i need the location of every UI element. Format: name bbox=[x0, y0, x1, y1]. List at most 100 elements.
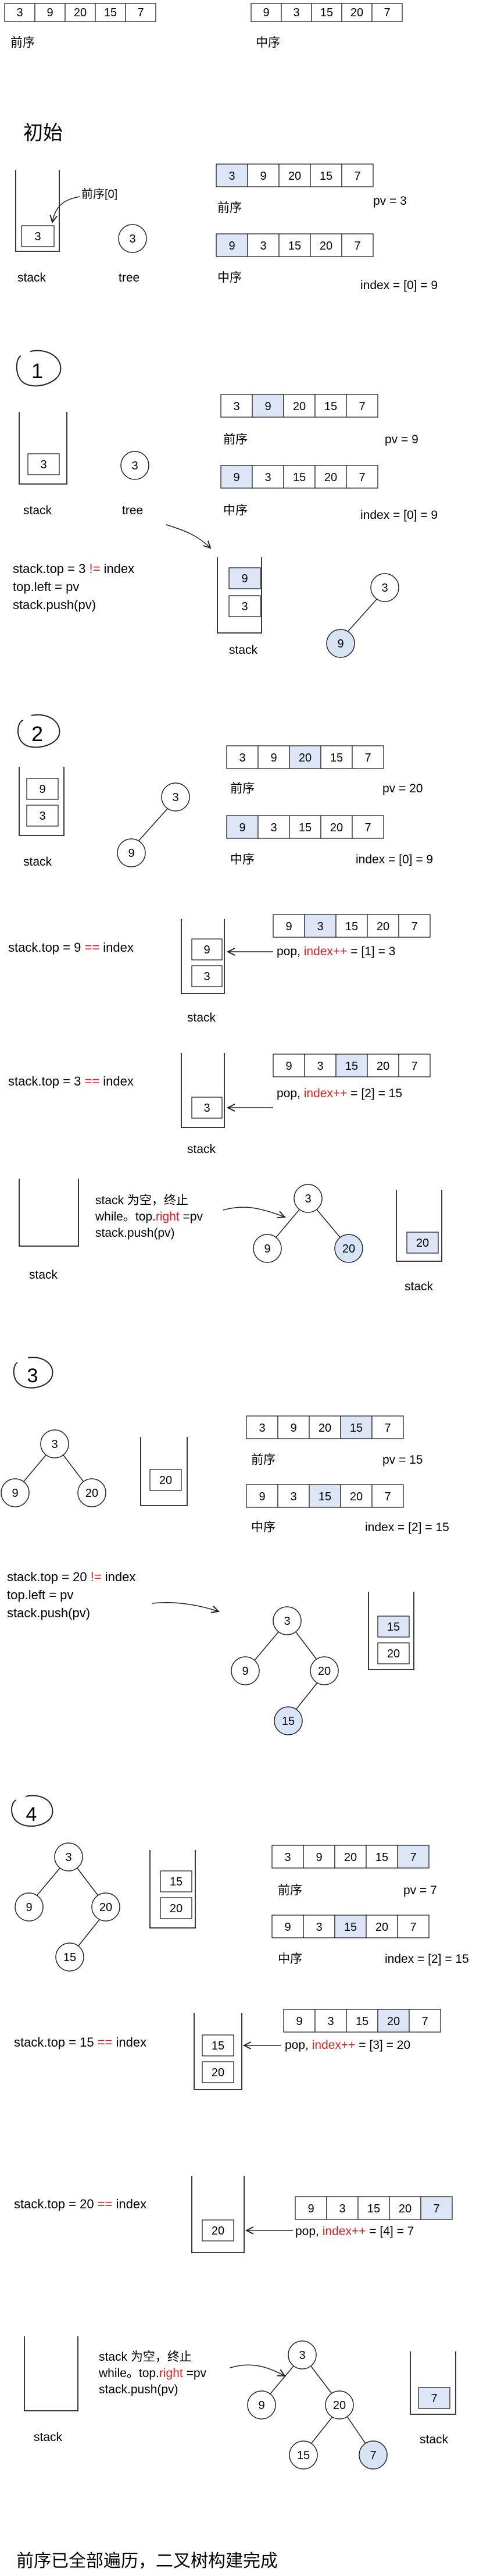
stack: 15 20 bbox=[194, 2013, 242, 2090]
stack-item: 20 bbox=[202, 2219, 234, 2241]
svg-text:15: 15 bbox=[319, 1490, 331, 1503]
array-cell: 20 bbox=[289, 745, 321, 769]
inorder-label: 中序 bbox=[278, 1952, 302, 1966]
svg-text:3: 3 bbox=[203, 970, 210, 983]
svg-text:20: 20 bbox=[320, 240, 332, 252]
array-cell: 9 bbox=[220, 465, 253, 489]
array-cell: 7 bbox=[346, 394, 378, 418]
svg-text:20: 20 bbox=[387, 2015, 400, 2028]
tree-node: 15 bbox=[289, 2440, 318, 2470]
array-cell: 20 bbox=[314, 465, 347, 489]
stack: 15 20 bbox=[368, 1592, 414, 1670]
svg-text:7: 7 bbox=[384, 1490, 391, 1503]
svg-text:9: 9 bbox=[260, 170, 266, 183]
array-cell: 15 bbox=[335, 914, 368, 938]
svg-text:7: 7 bbox=[354, 170, 360, 183]
svg-text:15: 15 bbox=[375, 1851, 388, 1864]
code-line: stack.top = 20 != index bbox=[7, 1570, 135, 1584]
svg-text:7: 7 bbox=[431, 2392, 437, 2405]
stack: 20 bbox=[396, 1190, 442, 1262]
array-cell: 3 bbox=[326, 2196, 359, 2220]
array-cell: 7 bbox=[341, 163, 374, 187]
stack: 9 3 bbox=[19, 767, 65, 836]
array-cell: 9 bbox=[273, 914, 305, 938]
array-cell: 7 bbox=[420, 2196, 453, 2220]
pv-note: pv = 3 bbox=[373, 194, 407, 208]
header-inorder-label: 中序 bbox=[256, 36, 280, 49]
svg-text:7: 7 bbox=[364, 752, 371, 764]
svg-text:3: 3 bbox=[305, 1193, 311, 1205]
stack-label: stack bbox=[420, 2433, 449, 2446]
svg-text:15: 15 bbox=[299, 821, 312, 834]
stack: 3 bbox=[181, 1053, 225, 1128]
tree-node: 3 bbox=[273, 1606, 302, 1635]
tree-label: tree bbox=[119, 271, 139, 284]
array-cell: 3 bbox=[246, 1415, 278, 1439]
array-cell: 15 bbox=[310, 163, 342, 187]
svg-text:9: 9 bbox=[285, 920, 292, 933]
header-preorder-array: 3 9 20 15 7 bbox=[4, 3, 156, 22]
tree-node: 3 bbox=[40, 1429, 69, 1458]
svg-text:7: 7 bbox=[411, 920, 417, 933]
init-inorder-array: 9 3 15 20 7 bbox=[216, 233, 374, 257]
step-marker: 4 bbox=[11, 1795, 53, 1827]
stack-item: 9 bbox=[26, 778, 59, 800]
stack-item: 9 bbox=[228, 567, 261, 589]
stack-item: 9 bbox=[191, 938, 223, 960]
code-line: stack.push(pv) bbox=[13, 597, 96, 612]
tree-node: 15 bbox=[55, 1942, 84, 1972]
svg-text:9: 9 bbox=[258, 2399, 264, 2412]
pointer-arrow bbox=[52, 196, 81, 222]
stack-item: 20 bbox=[406, 1232, 439, 1254]
step1-inorder-array: 9 3 15 20 7 bbox=[220, 465, 378, 489]
index-note: index = [0] = 9 bbox=[356, 853, 433, 866]
svg-text:9: 9 bbox=[337, 638, 344, 650]
array-cell: 3 bbox=[220, 394, 253, 418]
svg-text:3: 3 bbox=[65, 1851, 71, 1864]
tree-label: tree bbox=[122, 504, 143, 517]
svg-text:20: 20 bbox=[399, 2203, 412, 2215]
pv-note: pv = 15 bbox=[382, 1453, 423, 1467]
tree-edge bbox=[76, 1867, 99, 1897]
svg-text:3: 3 bbox=[284, 1851, 291, 1864]
stack-item: 15 bbox=[377, 1616, 410, 1638]
preorder-label: 前序 bbox=[278, 1884, 302, 1897]
svg-text:20: 20 bbox=[288, 170, 301, 183]
svg-text:3: 3 bbox=[239, 752, 245, 764]
empty-note: stack 为空，终止 bbox=[95, 1194, 188, 1207]
svg-text:15: 15 bbox=[345, 920, 358, 933]
array-cell: 15 bbox=[366, 1845, 398, 1869]
svg-text:9: 9 bbox=[241, 572, 248, 585]
svg-text:9: 9 bbox=[316, 1851, 322, 1864]
stack-label: stack bbox=[34, 2431, 63, 2444]
tree-node: 3 bbox=[161, 782, 190, 812]
svg-text:7: 7 bbox=[433, 2203, 439, 2215]
stack: 15 20 bbox=[149, 1850, 196, 1929]
array-cell: 3 bbox=[277, 1484, 310, 1508]
preorder-label: 前序 bbox=[251, 1453, 276, 1467]
svg-text:3: 3 bbox=[39, 810, 45, 823]
stack-label: stack bbox=[187, 1011, 216, 1024]
svg-text:3: 3 bbox=[259, 1422, 265, 1435]
svg-text:20: 20 bbox=[350, 6, 363, 19]
array-cell: 15 bbox=[335, 1054, 368, 1077]
tree-node: 3 bbox=[294, 1184, 323, 1213]
svg-text:7: 7 bbox=[359, 400, 365, 413]
tree-edge bbox=[254, 1631, 280, 1661]
empty-note: stack 为空，终止 bbox=[99, 2350, 192, 2364]
svg-text:20: 20 bbox=[170, 1902, 183, 1915]
svg-text:20: 20 bbox=[416, 1237, 429, 1250]
tree-node: 9 bbox=[253, 1234, 282, 1263]
array-cell: 15 bbox=[346, 2009, 378, 2033]
stack-item: 20 bbox=[160, 1897, 192, 1919]
tree-node: 20 bbox=[91, 1892, 120, 1922]
array-cell: 7 bbox=[352, 815, 384, 839]
code-line: stack.push(pv) bbox=[7, 1606, 90, 1620]
svg-text:9: 9 bbox=[26, 1901, 32, 1914]
array-cell: 3 bbox=[4, 3, 35, 22]
preorder-index-note: 前序[0] bbox=[81, 187, 117, 201]
tree-node: 20 bbox=[325, 2390, 354, 2420]
svg-text:15: 15 bbox=[293, 471, 306, 484]
array-cell: 3 bbox=[304, 1054, 337, 1077]
svg-text:7: 7 bbox=[384, 1422, 391, 1435]
